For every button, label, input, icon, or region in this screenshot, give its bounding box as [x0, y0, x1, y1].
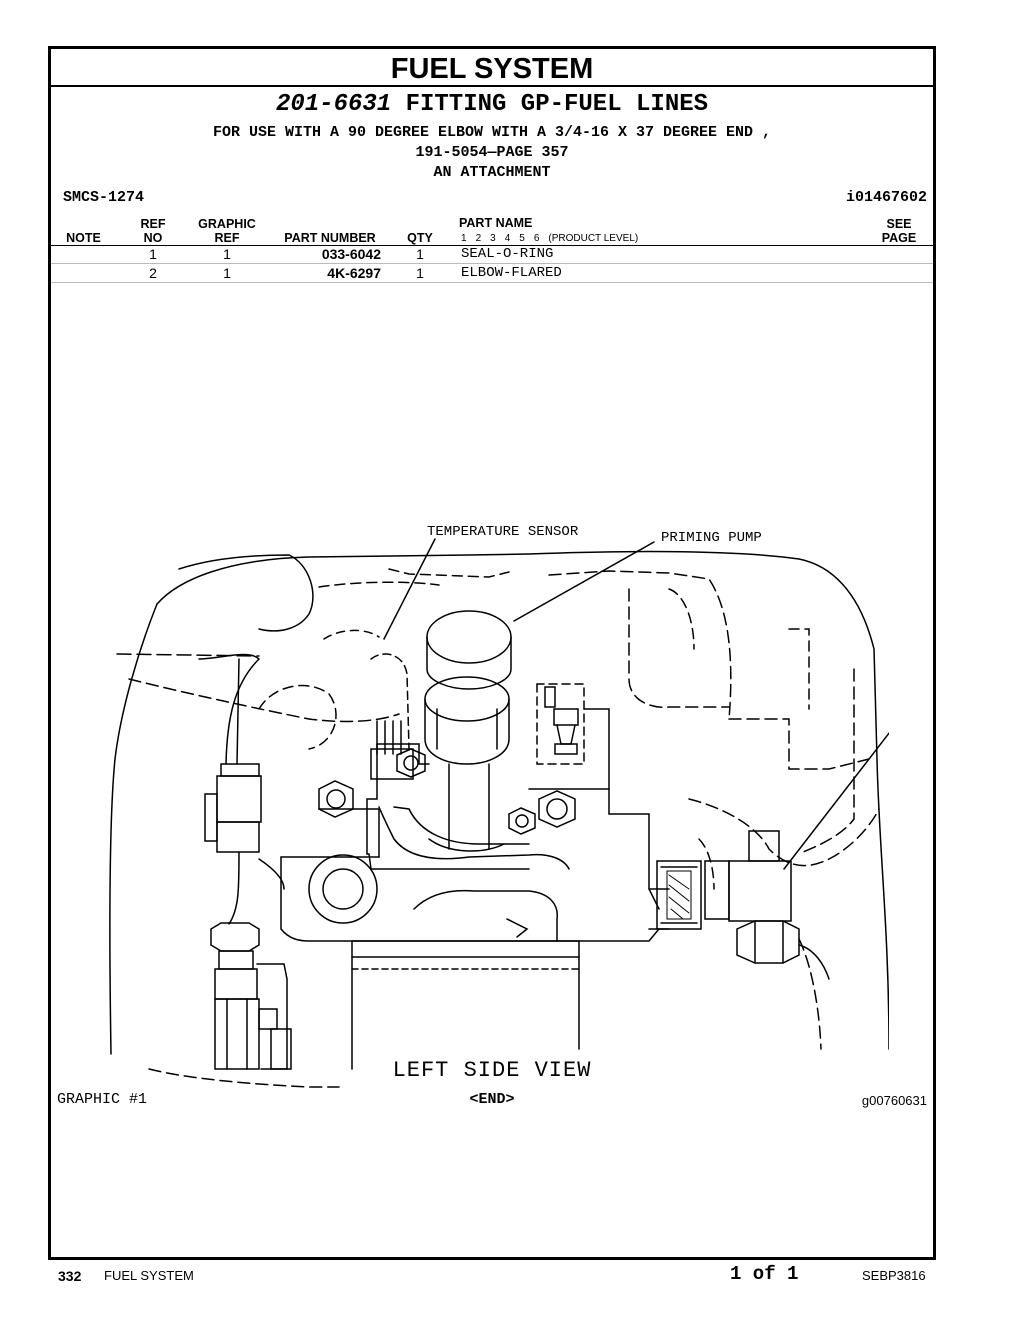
level-6: 6	[533, 233, 540, 244]
row-part-number: 033-6042	[321, 246, 381, 262]
header-part-number: PART NUMBER	[284, 231, 376, 245]
footer-section: FUEL SYSTEM	[104, 1268, 194, 1283]
header-ref-no-line1: REF	[140, 217, 166, 231]
callout-labels: TEMPERATURE SENSOR PRIMING PUMP 1-2	[427, 524, 762, 546]
header-qty: QTY	[407, 231, 433, 245]
row-ref-no: 1	[149, 246, 157, 262]
footer-pagination: 1 of 1	[730, 1263, 799, 1285]
header-ref-no: REF NO	[135, 217, 171, 245]
header-note: NOTE	[66, 231, 101, 245]
view-label: LEFT SIDE VIEW	[392, 1058, 592, 1083]
footer-page-number: 332	[58, 1268, 82, 1284]
bolts	[308, 748, 576, 924]
group-number: 201-6631	[275, 91, 392, 118]
callout-priming-pump: PRIMING PUMP	[661, 530, 762, 546]
left-side-view-drawing: TEMPERATURE SENSOR PRIMING PUMP 1-2	[109, 524, 889, 1088]
smcs-code: SMCS-1274	[63, 189, 145, 206]
header-see-line1: SEE	[886, 217, 912, 231]
priming-pump	[424, 610, 512, 852]
engine-block-outline	[109, 550, 889, 1088]
row-part-name: ELBOW-FLARED	[461, 265, 562, 281]
row-ref-no: 2	[149, 265, 157, 281]
level-1: 1	[461, 233, 467, 244]
row-qty: 1	[416, 246, 424, 262]
row-qty: 1	[416, 265, 424, 281]
row-part-number: 4K-6297	[327, 265, 381, 281]
header-ref-no-line2: NO	[143, 231, 163, 245]
left-fuel-line	[204, 763, 292, 1070]
bolt-top	[396, 748, 426, 778]
product-level-label: (PRODUCT LEVEL)	[548, 233, 639, 244]
graphic-label: GRAPHIC #1	[57, 1091, 148, 1108]
row-graphic-ref: 1	[223, 265, 231, 281]
header-graphic-ref-line2: REF	[214, 231, 240, 245]
group-title: 201-6631 FITTING GP-FUEL LINES	[51, 91, 933, 118]
level-3: 3	[490, 233, 496, 244]
end-marker: <END>	[469, 1091, 515, 1108]
bolt-right	[538, 790, 576, 828]
injector-bracket	[536, 683, 610, 790]
flared-elbow	[656, 830, 830, 980]
group-description-3: AN ATTACHMENT	[433, 164, 551, 181]
callout-leaders	[383, 538, 889, 870]
group-description-2: 191-5054—PAGE 357	[415, 144, 569, 161]
footer-doc-id: SEBP3816	[862, 1268, 926, 1283]
document-frame: FUEL SYSTEM 201-6631 FITTING GP-FUEL LIN…	[48, 46, 936, 1260]
bolt-large	[308, 854, 378, 924]
pump-body	[280, 743, 670, 1070]
level-2: 2	[475, 233, 482, 244]
graphic-number: g00760631	[861, 1093, 927, 1108]
row-graphic-ref: 1	[223, 246, 231, 262]
info-id: i01467602	[845, 189, 927, 206]
callout-temperature-sensor: TEMPERATURE SENSOR	[427, 524, 579, 540]
bolt-center	[508, 807, 536, 835]
row-part-name: SEAL-O-RING	[461, 246, 554, 262]
group-description-1: FOR USE WITH A 90 DEGREE ELBOW WITH A 3/…	[212, 124, 772, 141]
level-4: 4	[504, 233, 511, 244]
section-title: FUEL SYSTEM	[51, 49, 933, 87]
header-part-name: PART NAME	[459, 216, 533, 230]
row-divider	[51, 282, 933, 283]
temperature-sensor	[198, 653, 414, 780]
header-see-page: SEE PAGE	[873, 217, 925, 245]
header-graphic-ref-line1: GRAPHIC	[198, 217, 256, 231]
level-5: 5	[519, 233, 525, 244]
header-see-line2: PAGE	[881, 231, 917, 245]
bolt-left	[318, 780, 354, 818]
group-name: FITTING GP-FUEL LINES	[405, 91, 709, 118]
header-graphic-ref: GRAPHIC REF	[191, 217, 263, 245]
header-rule	[51, 245, 933, 246]
row-divider	[51, 263, 933, 264]
